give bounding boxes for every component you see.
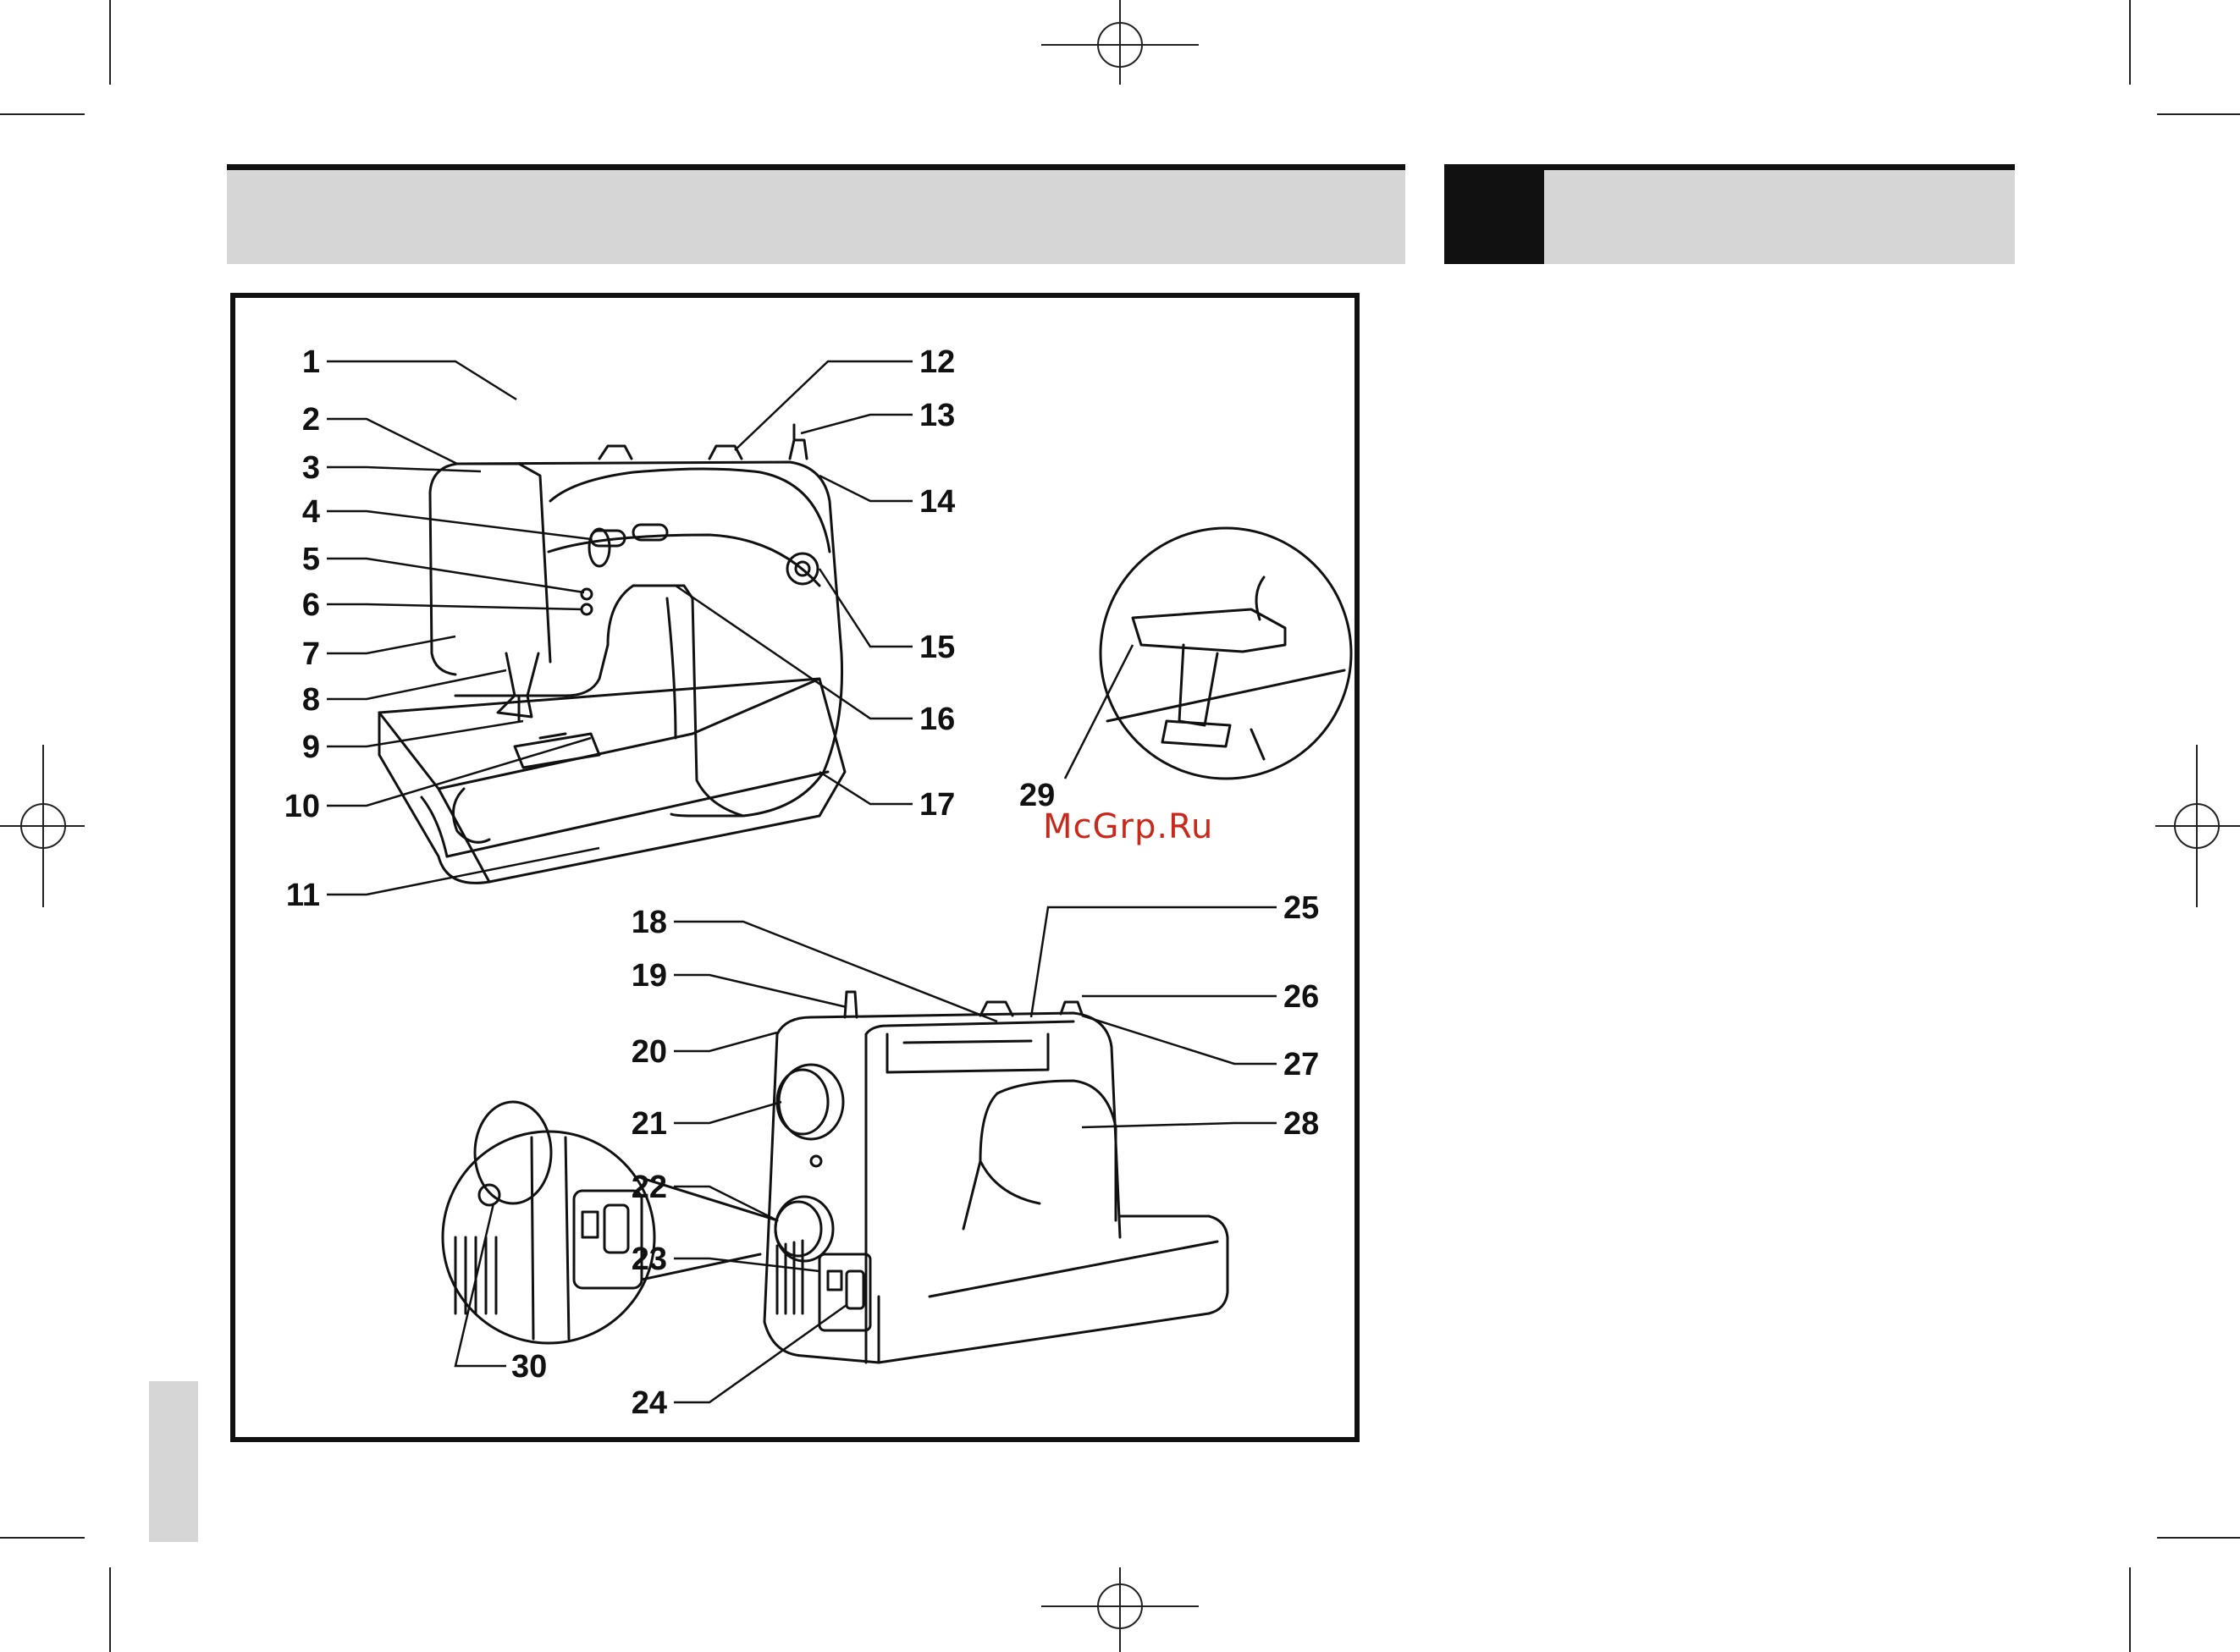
callout-11: 11 [286, 878, 320, 913]
section-marker [1444, 164, 1544, 264]
callout-7: 7 [302, 636, 320, 672]
callout-12: 12 [919, 344, 955, 380]
section-header-left [227, 164, 1405, 264]
callout-23: 23 [632, 1242, 667, 1277]
callout-17: 17 [919, 787, 955, 823]
callout-2: 2 [302, 402, 320, 438]
callout-13: 13 [919, 398, 955, 433]
sewing-machine-figure: 1 2 3 4 5 6 7 8 9 10 11 18 19 20 21 22 2… [230, 293, 1360, 1442]
callout-10: 10 [284, 789, 320, 824]
callout-27: 27 [1283, 1047, 1319, 1082]
sewing-machine-diagram: 1 2 3 4 5 6 7 8 9 10 11 18 19 20 21 22 2… [235, 298, 1354, 1437]
callout-15: 15 [919, 630, 955, 665]
callout-26: 26 [1283, 979, 1319, 1015]
callout-30: 30 [511, 1349, 547, 1385]
callout-8: 8 [302, 682, 320, 718]
callout-18: 18 [632, 905, 667, 940]
callout-9: 9 [302, 730, 320, 765]
callout-5: 5 [302, 542, 320, 577]
callout-16: 16 [919, 702, 955, 737]
callout-4: 4 [302, 494, 320, 530]
callout-1: 1 [302, 344, 320, 380]
callout-25: 25 [1283, 890, 1319, 926]
callout-24: 24 [632, 1385, 667, 1421]
section-header-right [1544, 164, 2015, 264]
callout-28: 28 [1283, 1106, 1319, 1142]
callout-19: 19 [632, 958, 667, 994]
page-side-tab [149, 1381, 198, 1542]
callout-21: 21 [632, 1106, 667, 1142]
callout-20: 20 [632, 1034, 667, 1070]
callout-3: 3 [302, 450, 320, 486]
callout-14: 14 [919, 484, 955, 520]
callout-6: 6 [302, 587, 320, 623]
watermark-text: McGrp.Ru [1043, 807, 1213, 846]
callout-22: 22 [632, 1170, 667, 1205]
